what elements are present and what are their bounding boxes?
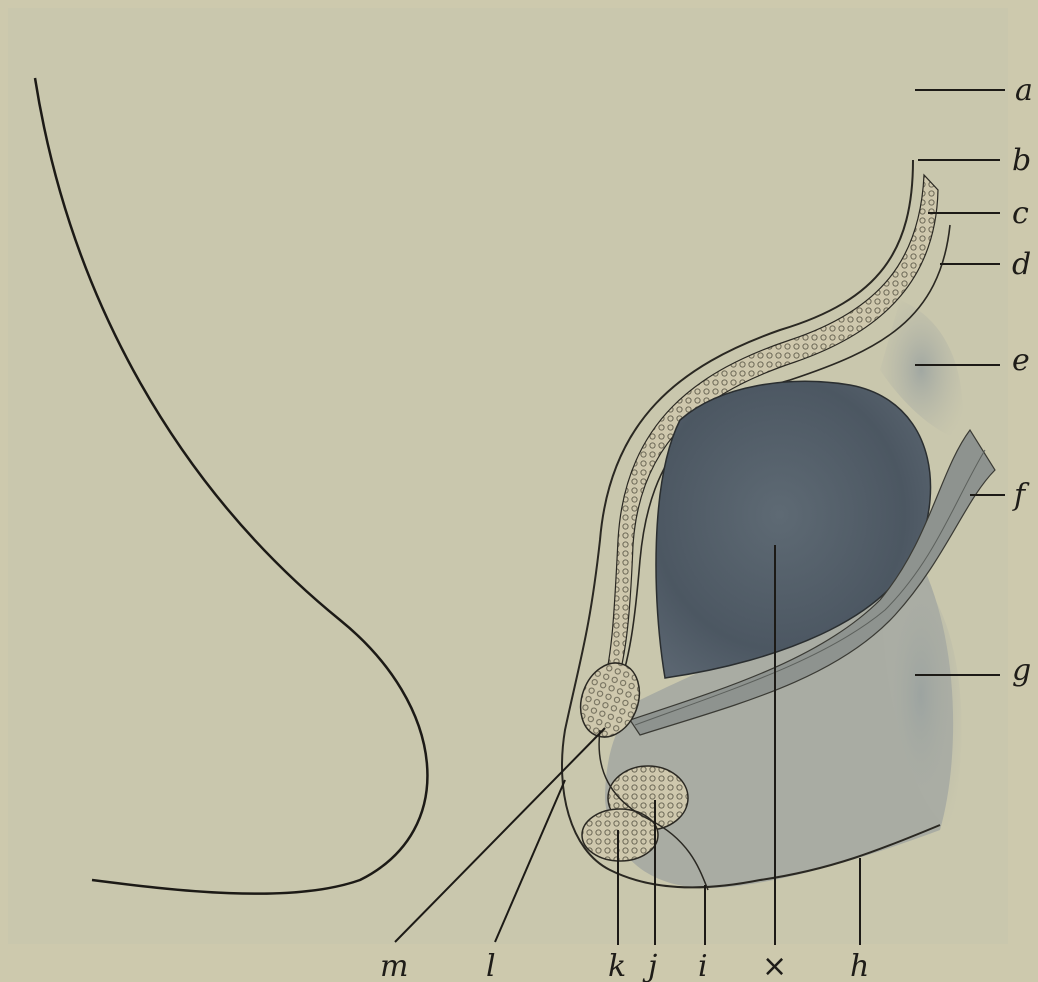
- label-i: i: [698, 949, 708, 982]
- label-h: h: [850, 949, 869, 982]
- cell-lobe-k: [582, 809, 658, 861]
- label-e: e: [1012, 343, 1030, 378]
- label-d: d: [1012, 247, 1031, 282]
- label-b: b: [1012, 143, 1031, 178]
- label-m: m: [380, 949, 408, 982]
- label-a: a: [1015, 73, 1033, 108]
- label-k: k: [608, 949, 626, 982]
- label-g: g: [1012, 653, 1031, 688]
- label-x: ×: [762, 949, 787, 982]
- label-c: c: [1012, 196, 1029, 231]
- label-l: l: [486, 949, 496, 982]
